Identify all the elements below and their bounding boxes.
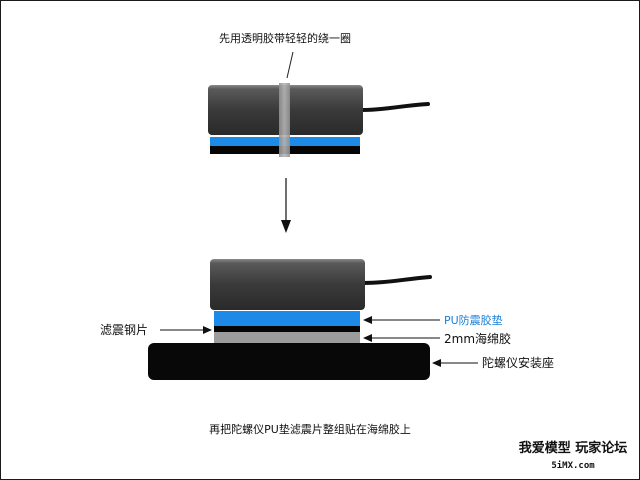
- watermark-site-url: 5iMX.com: [551, 460, 595, 471]
- watermark-forum-name: 我爱模型 玩家论坛: [519, 440, 628, 456]
- gyro-bottom-assembly: [148, 259, 432, 380]
- down-arrow: [281, 178, 291, 233]
- pu-pad-bottom: [214, 311, 360, 326]
- sponge-tape-callout: 2mm海绵胶: [363, 331, 511, 346]
- top-note-label: 先用透明胶带轻轻的绕一圈: [219, 31, 351, 45]
- gyro-body-bottom: [210, 259, 365, 310]
- top-note-pointer: [286, 51, 294, 79]
- bottom-note-label: 再把陀螺仪PU垫滤震片整组贴在海绵胶上: [209, 422, 411, 436]
- transparent-tape-band: [279, 83, 290, 157]
- gyro-mount-callout: 陀螺仪安装座: [432, 355, 554, 370]
- damping-steel-label: 滤震钢片: [100, 323, 148, 337]
- pu-pad-callout: PU防震胶垫: [363, 313, 503, 327]
- sponge-tape-label: 2mm海绵胶: [444, 331, 511, 346]
- gyro-cable-bottom: [362, 275, 432, 285]
- pu-pad-label: PU防震胶垫: [444, 313, 503, 327]
- gyro-cable-top: [360, 102, 430, 112]
- gyro-top-assembly: [208, 83, 430, 157]
- gyro-mount-base: [148, 343, 430, 380]
- gyro-mount-label: 陀螺仪安装座: [482, 355, 554, 370]
- damping-steel-callout: 滤震钢片: [100, 323, 212, 337]
- sponge-tape-layer: [214, 332, 360, 343]
- damping-steel-plate: [214, 326, 360, 332]
